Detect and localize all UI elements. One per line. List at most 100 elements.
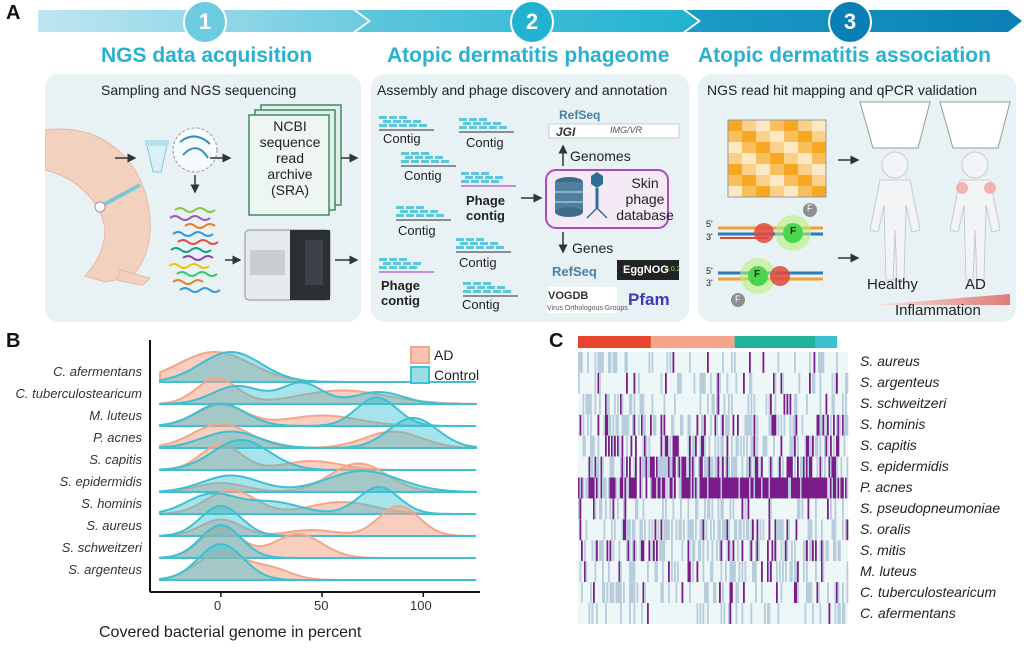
heat-cell — [614, 519, 616, 541]
heat-cell — [662, 582, 664, 604]
heat-cell — [836, 456, 838, 478]
heat-cell — [792, 477, 795, 499]
heat-cell — [804, 477, 807, 499]
heat-cell — [695, 435, 697, 457]
heat-cell — [834, 519, 837, 541]
heat-cell — [689, 540, 691, 562]
heat-cell — [605, 498, 607, 520]
heat-cell — [746, 456, 748, 478]
database-icon — [555, 177, 583, 217]
heat-cell — [834, 582, 837, 604]
heat-cell — [629, 540, 631, 562]
heat-cell — [699, 477, 702, 499]
heat-cell — [756, 456, 759, 478]
skin-phage-database-label: Skin phage database — [612, 175, 678, 223]
heat-cell — [797, 498, 799, 520]
heat-cell — [734, 352, 736, 373]
heat-cell — [708, 435, 711, 457]
heat-cell — [710, 456, 712, 478]
heat-cell — [807, 519, 810, 541]
phage-contig-1-line-1: Phage — [466, 193, 506, 208]
heat-cell — [719, 540, 721, 562]
heat-cell — [744, 414, 747, 436]
heat-cell — [768, 603, 771, 624]
heat-cell — [777, 519, 780, 541]
heat-cell — [827, 540, 829, 562]
heat-cell — [666, 456, 669, 478]
heat-cell — [800, 477, 802, 499]
heat-cell — [743, 519, 745, 541]
heat-cell — [615, 582, 618, 604]
heat-cell — [705, 456, 708, 478]
heat-cell — [660, 456, 663, 478]
heat-cell — [617, 498, 619, 520]
heat-cell — [638, 414, 640, 436]
heat-cell — [651, 519, 654, 541]
heat-cell — [627, 519, 630, 541]
heat-cell — [713, 393, 715, 415]
heat-cell — [803, 477, 805, 499]
heat-cell — [759, 477, 762, 499]
heat-cell — [720, 435, 723, 457]
heat-cell — [609, 414, 612, 436]
heat-cell — [744, 561, 747, 583]
heat-row-label: S. hominis — [860, 416, 926, 433]
heat-cell — [623, 519, 625, 541]
stage-2-title: Atopic dermatitis phageome — [387, 44, 670, 67]
heat-cell — [618, 561, 621, 583]
heat-cell — [741, 561, 744, 583]
group-bar — [578, 336, 651, 348]
heat-cell — [807, 498, 810, 520]
heat-cell — [591, 456, 594, 478]
heat-cell — [842, 519, 844, 541]
ridge-species-label: C. afermentans — [53, 364, 142, 379]
heat-cell — [764, 435, 766, 457]
heat-cell — [629, 603, 631, 624]
heat-cell — [687, 414, 690, 436]
heat-cell — [794, 561, 796, 583]
heat-cell — [608, 393, 610, 415]
heat-cell — [593, 582, 595, 604]
heat-cell — [620, 582, 622, 604]
heat-cell — [633, 540, 636, 562]
heat-cell — [689, 414, 691, 436]
ridge-control — [159, 438, 476, 471]
heat-cell — [668, 519, 670, 541]
heat-cell — [827, 498, 829, 520]
heat-cell — [612, 352, 615, 373]
heat-cell — [704, 498, 706, 520]
heat-cell — [794, 582, 796, 604]
heat-cell — [794, 435, 796, 457]
heat-cell — [765, 435, 768, 457]
heat-cell — [768, 456, 771, 478]
heat-cell — [770, 498, 772, 520]
heat-cell — [821, 540, 823, 562]
heat-cell — [792, 435, 795, 457]
heat-cell — [612, 414, 615, 436]
heat-cell — [641, 393, 643, 415]
heat-cell — [707, 582, 709, 604]
heat-cell — [615, 477, 618, 499]
heat-cell — [782, 561, 784, 583]
heat-cell — [623, 498, 625, 520]
heat-cell — [780, 435, 783, 457]
heat-cell — [819, 603, 822, 624]
mini-heat-cell — [798, 175, 812, 186]
heat-row-label: S. schweitzeri — [860, 395, 947, 412]
heat-cell — [731, 477, 733, 499]
mini-heat-cell — [728, 186, 742, 197]
heat-cell — [663, 393, 666, 415]
heat-cell — [594, 456, 597, 478]
heat-cell — [830, 498, 832, 520]
heat-cell — [599, 540, 601, 562]
heat-cell — [603, 519, 606, 541]
heat-cell — [705, 519, 708, 541]
heat-cell — [602, 352, 604, 373]
heat-cell — [839, 477, 841, 499]
heat-cell — [819, 393, 822, 415]
heat-cell — [630, 477, 633, 499]
heat-cell — [651, 352, 654, 373]
heat-cell — [719, 519, 721, 541]
heat-cell — [666, 352, 669, 373]
heat-cell — [639, 540, 642, 562]
